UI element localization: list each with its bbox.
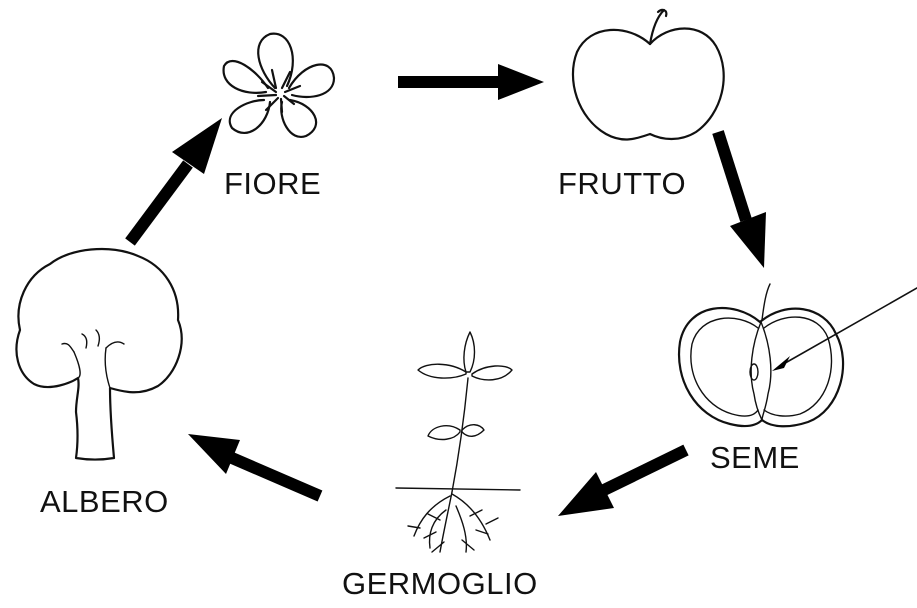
apple-cross-section-icon [679, 284, 917, 426]
label-sprout: GERMOGLIO [342, 566, 538, 602]
label-seed: SEME [710, 440, 800, 476]
tree-icon [16, 249, 181, 459]
label-fruit: FRUTTO [558, 166, 686, 202]
arrow-fruit-to-seed [718, 132, 766, 268]
label-tree: ALBERO [40, 484, 169, 520]
apple-icon [573, 10, 724, 140]
label-flower: FIORE [224, 166, 321, 202]
arrow-tree-to-flower [130, 118, 222, 242]
flower-icon [224, 34, 334, 137]
sprout-icon [396, 332, 520, 552]
arrow-flower-to-fruit [398, 64, 544, 100]
arrow-seed-to-sprout [558, 450, 686, 516]
arrow-sprout-to-tree [188, 434, 320, 496]
